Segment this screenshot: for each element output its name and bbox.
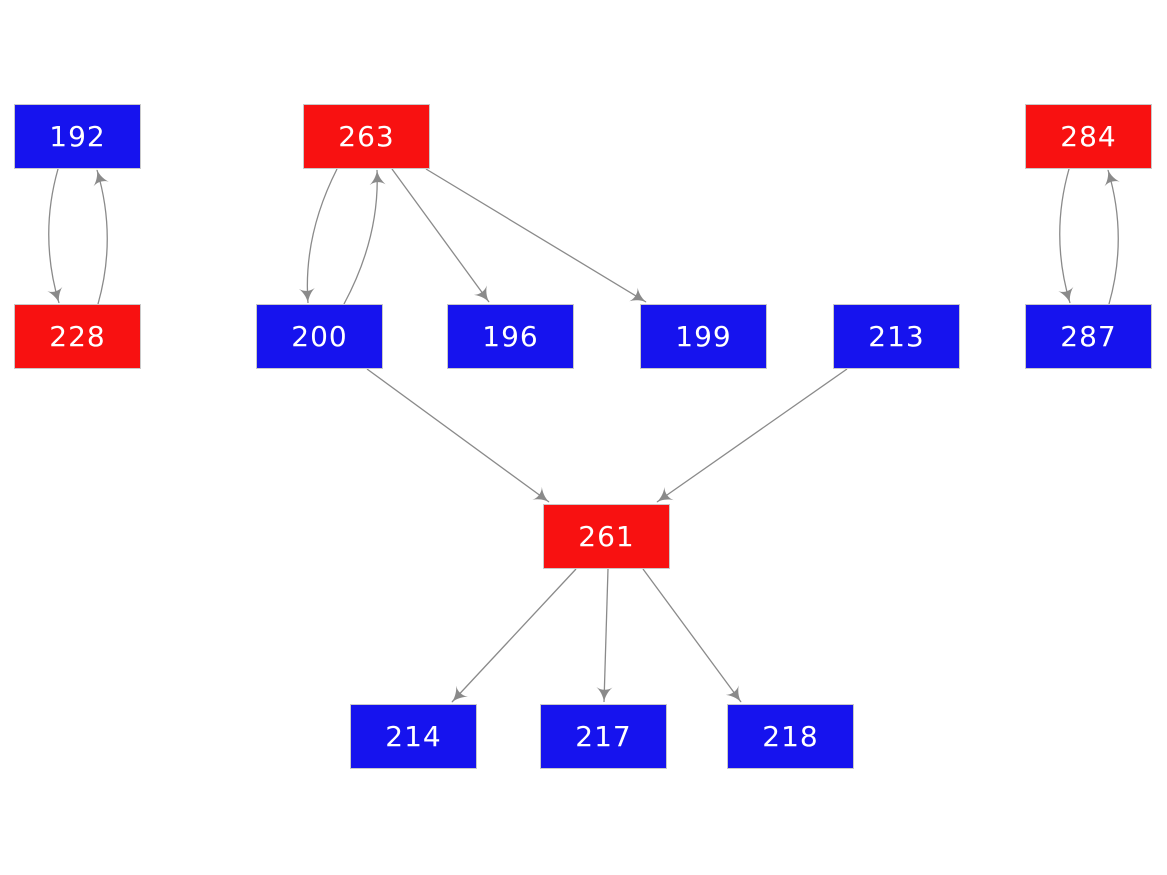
node-label: 218 [762,719,819,753]
edge-287-284 [1104,169,1120,305]
edge-261-214 [451,568,577,703]
node-label: 228 [49,319,106,353]
edge-263-200 [298,168,338,304]
node-label: 287 [1060,319,1117,353]
edge-228-192 [93,169,109,305]
node-label: 192 [49,119,106,153]
edge-261-217 [596,568,613,703]
edge-263-199 [425,168,647,303]
node-287: 287 [1025,304,1152,369]
edge-group [47,168,1120,703]
node-200: 200 [256,304,383,369]
edge-261-218 [642,568,742,703]
node-263: 263 [303,104,430,169]
node-label: 213 [868,319,925,353]
node-label: 217 [575,719,632,753]
node-284: 284 [1025,104,1152,169]
edge-200-261 [366,368,550,503]
node-228: 228 [14,304,141,369]
node-label: 199 [675,319,732,353]
node-196: 196 [447,304,574,369]
edge-263-196 [391,168,490,303]
edge-284-287 [1058,168,1074,304]
node-label: 284 [1060,119,1117,153]
node-261: 261 [543,504,670,569]
node-213: 213 [833,304,960,369]
edge-192-228 [47,168,63,304]
node-218: 218 [727,704,854,769]
edge-213-261 [656,368,848,503]
node-217: 217 [540,704,667,769]
node-192: 192 [14,104,141,169]
node-199: 199 [640,304,767,369]
node-label: 261 [578,519,635,553]
node-label: 263 [338,119,395,153]
node-label: 214 [385,719,442,753]
node-label: 196 [482,319,539,353]
node-214: 214 [350,704,477,769]
node-label: 200 [291,319,348,353]
edge-200-263 [343,169,386,305]
